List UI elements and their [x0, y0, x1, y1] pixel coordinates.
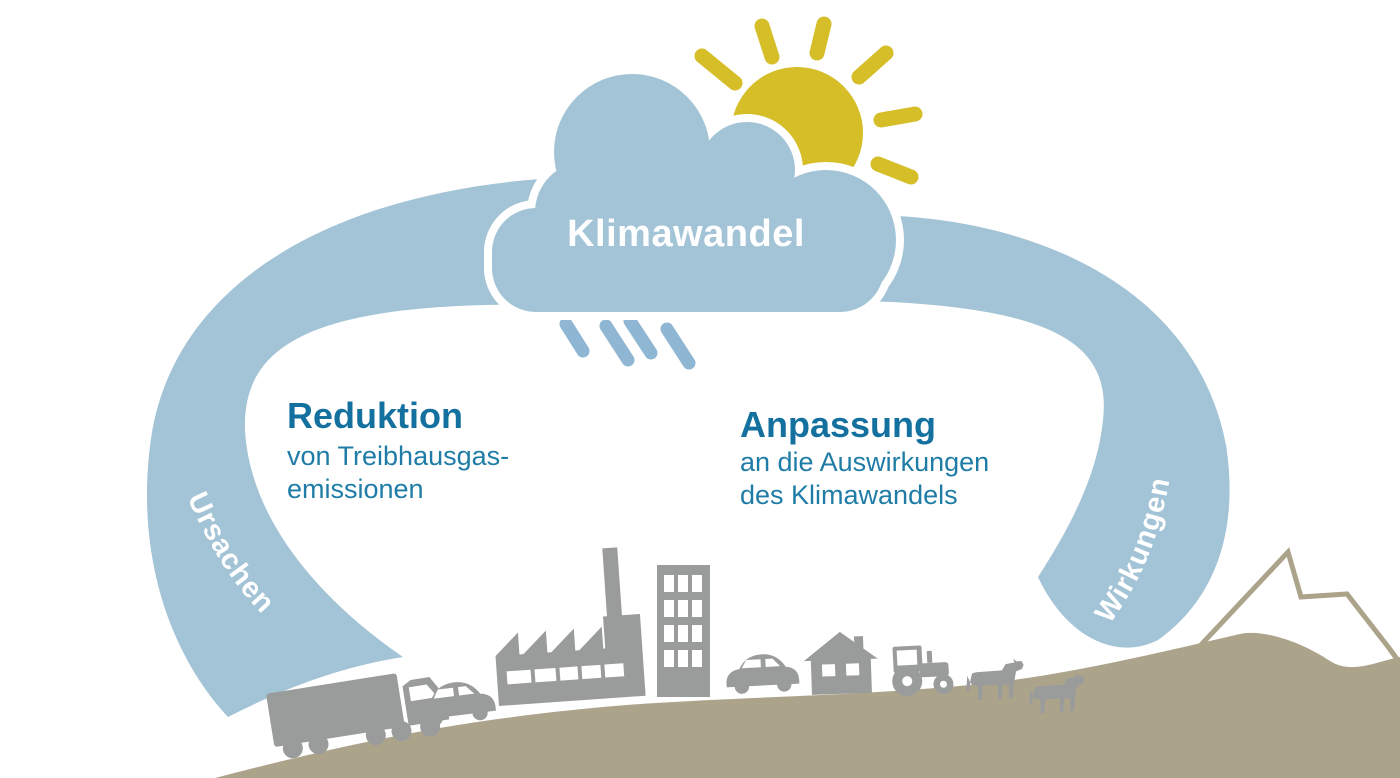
- factory-icon: [495, 547, 646, 706]
- reduction-body-line2: emissionen: [287, 474, 424, 504]
- adaptation-body-line2: des Klimawandels: [740, 480, 958, 510]
- adaptation-body-line1: an die Auswirkungen: [740, 447, 989, 477]
- office-building-icon: [657, 565, 710, 697]
- tractor-icon: [892, 645, 954, 697]
- diagram-title: Klimawandel: [567, 213, 805, 255]
- ground-hill: [215, 632, 1400, 778]
- reduction-text-block: Reduktion von Treibhausgas- emissionen: [287, 395, 509, 504]
- landscape-silhouettes: [266, 547, 1087, 759]
- rain-icon: [559, 314, 696, 370]
- truck-icon: [266, 673, 450, 759]
- sun-rays: [694, 16, 923, 185]
- adaptation-text-block: Anpassung an die Auswirkungen des Klimaw…: [740, 404, 989, 510]
- effects-arrow-band: [820, 214, 1230, 648]
- cloud-icon: Klimawandel: [484, 66, 904, 320]
- car-icon: [418, 682, 497, 726]
- causes-arrow-band: [146, 178, 560, 717]
- house-icon: [803, 631, 878, 695]
- adaptation-heading: Anpassung: [740, 404, 936, 445]
- car-icon: [726, 654, 800, 694]
- cloud-body: [492, 74, 896, 312]
- reduction-heading: Reduktion: [287, 395, 463, 436]
- reduction-body-line1: von Treibhausgas-: [287, 441, 509, 471]
